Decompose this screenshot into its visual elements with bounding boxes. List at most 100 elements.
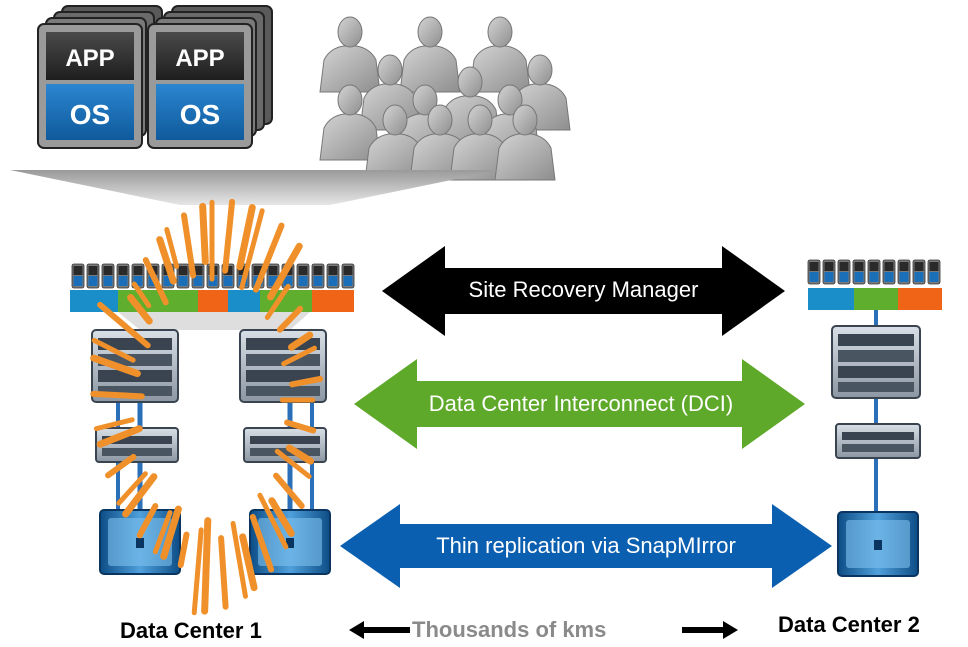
dc1-label: Data Center 1 [120, 618, 262, 643]
person-icon [319, 16, 381, 93]
burst-stroke [289, 375, 324, 388]
dc2-infrastructure [831, 310, 921, 577]
mini-vm-icon [341, 263, 355, 289]
distance-arrow-right [682, 621, 738, 639]
burst-stroke [201, 517, 212, 615]
burst-stroke [230, 520, 248, 599]
person-icon [469, 16, 531, 93]
mini-vm-icon [912, 259, 926, 285]
burst-stroke [218, 535, 229, 610]
burst-stroke [91, 337, 136, 363]
burst-stroke [156, 236, 177, 285]
dc1-funnel-shadow [118, 312, 310, 330]
burst-stroke [142, 257, 169, 306]
burst-stroke [273, 472, 305, 509]
burst-stroke [252, 222, 285, 293]
burst-stroke [122, 473, 158, 518]
burst-stroke [239, 533, 258, 592]
burst-stroke [93, 417, 135, 432]
burst-stroke [257, 492, 289, 550]
distance-label: Thousands of kms [412, 617, 607, 642]
burst-stroke [285, 444, 315, 465]
burst-stroke [90, 390, 145, 400]
srm-arrow [382, 246, 785, 336]
mini-vm-icon [311, 263, 325, 289]
burst-stroke [199, 202, 209, 265]
burst-stroke [268, 497, 295, 537]
burst-stroke [131, 281, 152, 309]
mini-vm-icon [897, 259, 911, 285]
burst-stroke [264, 283, 291, 320]
mini-vm-icon [837, 259, 851, 285]
distance-arrow-left [349, 621, 410, 639]
burst-stroke [276, 305, 304, 333]
dc2-color-bar [808, 288, 942, 310]
burst-stroke [105, 453, 137, 479]
mini-vm-icon [176, 263, 190, 289]
burst-stroke [180, 212, 197, 279]
mini-vm-icon [807, 259, 821, 285]
person-icon [364, 104, 426, 181]
burst-stroke [239, 208, 265, 291]
burst-stroke [164, 227, 180, 270]
burst-stroke [90, 354, 141, 378]
disaster-burst-icon [90, 198, 324, 616]
storage-array-icon [837, 511, 919, 577]
mini-vm-icon [822, 259, 836, 285]
burst-stroke [267, 242, 303, 301]
burst-stroke [274, 448, 312, 479]
dci-arrow [354, 359, 805, 449]
os-label: OS [180, 99, 220, 130]
burst-stroke [97, 301, 151, 349]
os-label: OS [70, 99, 110, 130]
mini-vm-icon [71, 263, 85, 289]
vm-stack-2: APP OS [147, 5, 273, 149]
burst-stroke [136, 503, 159, 539]
dc2-label: Data Center 2 [778, 612, 920, 637]
dc1-infrastructure [91, 329, 331, 575]
mini-vm-icon [116, 263, 130, 289]
app-label: APP [175, 45, 224, 72]
network-switch-icon [835, 423, 921, 459]
mini-vm-icon [296, 263, 310, 289]
person-icon [319, 84, 381, 161]
burst-stroke [96, 425, 143, 448]
burst-stroke [287, 331, 314, 351]
network-switch-icon [243, 427, 327, 463]
mini-vm-icon [882, 259, 896, 285]
app-label: APP [65, 45, 114, 72]
burst-stroke [116, 471, 148, 506]
mini-vm-icon [927, 259, 941, 285]
blade-server-icon [91, 329, 179, 403]
dci-arrow-label: Data Center Interconnect (DCI) [428, 391, 734, 416]
user-group-icon [319, 16, 571, 181]
person-icon [449, 104, 511, 181]
mini-vm-icon [867, 259, 881, 285]
person-icon [494, 104, 556, 181]
replication-arrow [340, 504, 832, 588]
burst-stroke [127, 294, 153, 325]
mini-vm-icon [326, 263, 340, 289]
burst-stroke [284, 419, 317, 434]
vm-stack-group: APP OS APP OS [37, 5, 273, 149]
replication-arrow-label: Thin replication via SnapMIrror [436, 533, 736, 558]
burst-stroke [177, 531, 190, 569]
blade-server-icon [831, 325, 921, 399]
srm-arrow-label: Site Recovery Manager [468, 277, 699, 302]
person-icon [399, 16, 461, 93]
burst-stroke [222, 198, 236, 274]
burst-stroke [191, 527, 204, 616]
burst-stroke [281, 345, 317, 367]
vm-stack-1: APP OS [37, 5, 163, 149]
burst-stroke [249, 513, 275, 573]
mini-vm-icon [852, 259, 866, 285]
mini-vm-icon [101, 263, 115, 289]
funnel-shape [10, 170, 500, 205]
dc2-vm-strip [807, 259, 941, 285]
burst-stroke [152, 510, 173, 555]
burst-stroke [236, 203, 256, 271]
mini-vm-icon [86, 263, 100, 289]
dc1-color-bar [70, 290, 354, 312]
burst-stroke [160, 505, 182, 560]
